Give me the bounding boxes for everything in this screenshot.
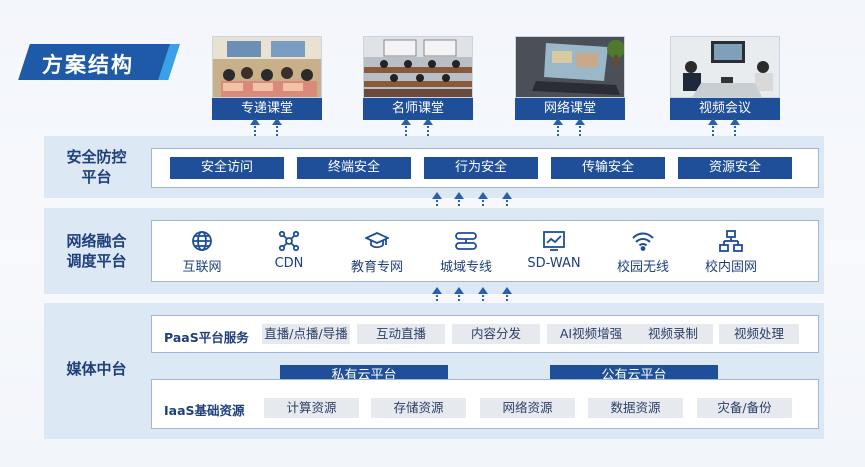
iaas-item: 网络资源 [480,398,575,418]
security-platform-band: 安全防控 平台 安全访问 终端安全 行为安全 传输安全 资源安全 [44,136,824,198]
network-item: CDN [244,229,334,271]
network-item-label: 校园无线 [616,260,669,275]
up-arrow-icon [478,287,488,313]
iaas-item: 计算资源 [264,398,359,418]
title-badge: 方案结构 [14,40,184,86]
lecture-hall-photo [363,36,473,98]
arrow-group [432,192,522,218]
globe-icon [157,229,247,253]
scene-label: 视频会议 [670,98,780,120]
network-item-label: CDN [274,256,304,271]
network-item-label: SD-WAN [527,256,581,271]
band-label: 网络融合 调度平台 [44,231,149,271]
scene-video-conference: 视频会议 [670,36,780,120]
scene-label: 名师课堂 [363,98,473,120]
up-arrow-icon [401,118,411,144]
up-arrow-icon [502,287,512,313]
security-item: 终端安全 [297,157,411,179]
band-label-line: 调度平台 [66,252,127,270]
up-arrow-icon [432,192,442,218]
security-item: 行为安全 [424,157,538,179]
network-item-label: 教育专网 [350,260,403,275]
scene-master-classroom: 名师课堂 [363,36,473,120]
security-item: 资源安全 [678,157,792,179]
band-label-line: 网络融合 [66,232,127,250]
paas-item: 视频录制 [633,324,713,344]
iaas-item: 存储资源 [371,398,466,418]
arrow-group [250,118,290,144]
network-item: 校内固网 [686,229,776,275]
up-arrow-icon [432,287,442,313]
chart-monitor-icon [509,229,599,253]
up-arrow-icon [454,287,464,313]
iaas-panel: IaaS基础资源 计算资源 存储资源 网络资源 数据资源 灾备/备份 [151,379,819,429]
network-item-label: 互联网 [182,260,222,275]
iaas-title: IaaS基础资源 [164,403,245,418]
band-label-line: 平台 [81,168,112,186]
up-arrow-icon [502,192,512,218]
up-arrow-icon [250,118,260,144]
arrow-group [708,118,748,144]
band-label: 媒体中台 [66,360,127,378]
security-panel: 安全访问 终端安全 行为安全 传输安全 资源安全 [151,148,819,188]
up-arrow-icon [454,192,464,218]
paas-item: 互动直播 [357,324,445,344]
network-item: 教育专网 [332,229,422,275]
network-tree-icon [686,229,776,253]
scene-label: 专递课堂 [212,98,322,120]
network-panel: 互联网 CDN 教育专网 [151,220,819,282]
up-arrow-icon [730,118,740,144]
arrow-group [401,118,441,144]
scene-online-classroom: 网络课堂 [515,36,625,120]
laptop-photo [515,36,625,98]
scene-dedicated-classroom: 专递课堂 [212,36,322,120]
network-item-label: 城域专线 [439,260,492,275]
paas-panel: PaaS平台服务 直播/点播/导播 互动直播 内容分发 AI视频增强 视频录制 … [151,315,819,353]
iaas-item: 数据资源 [588,398,683,418]
meeting-photo [670,36,780,98]
classroom-photo [212,36,322,98]
network-item: 校园无线 [598,229,688,275]
network-item-label: 校内固网 [704,260,757,275]
up-arrow-icon [553,118,563,144]
paas-item: 视频处理 [719,324,799,344]
iaas-item: 灾备/备份 [697,398,792,418]
band-label: 安全防控 平台 [44,147,149,187]
network-platform-band: 网络融合 调度平台 互联网 CDN [44,208,824,294]
nodes-icon [244,229,334,253]
link-icon [421,229,511,253]
arrow-group [553,118,593,144]
band-label-line: 安全防控 [66,148,127,166]
scene-label: 网络课堂 [515,98,625,120]
up-arrow-icon [272,118,282,144]
up-arrow-icon [478,192,488,218]
wifi-icon [598,229,688,253]
paas-item: AI视频增强 [547,324,635,344]
up-arrow-icon [575,118,585,144]
network-item: SD-WAN [509,229,599,271]
network-item: 互联网 [157,229,247,275]
security-item: 传输安全 [551,157,665,179]
media-platform-band: 媒体中台 PaaS平台服务 直播/点播/导播 互动直播 内容分发 AI视频增强 … [44,303,824,439]
up-arrow-icon [708,118,718,144]
paas-item: 内容分发 [452,324,540,344]
arrow-group [432,287,522,313]
paas-item: 直播/点播/导播 [262,324,350,344]
graduation-cap-icon [332,229,422,253]
security-item: 安全访问 [170,157,284,179]
page-title: 方案结构 [42,53,134,77]
paas-title: PaaS平台服务 [164,330,249,345]
network-item: 城域专线 [421,229,511,275]
up-arrow-icon [423,118,433,144]
